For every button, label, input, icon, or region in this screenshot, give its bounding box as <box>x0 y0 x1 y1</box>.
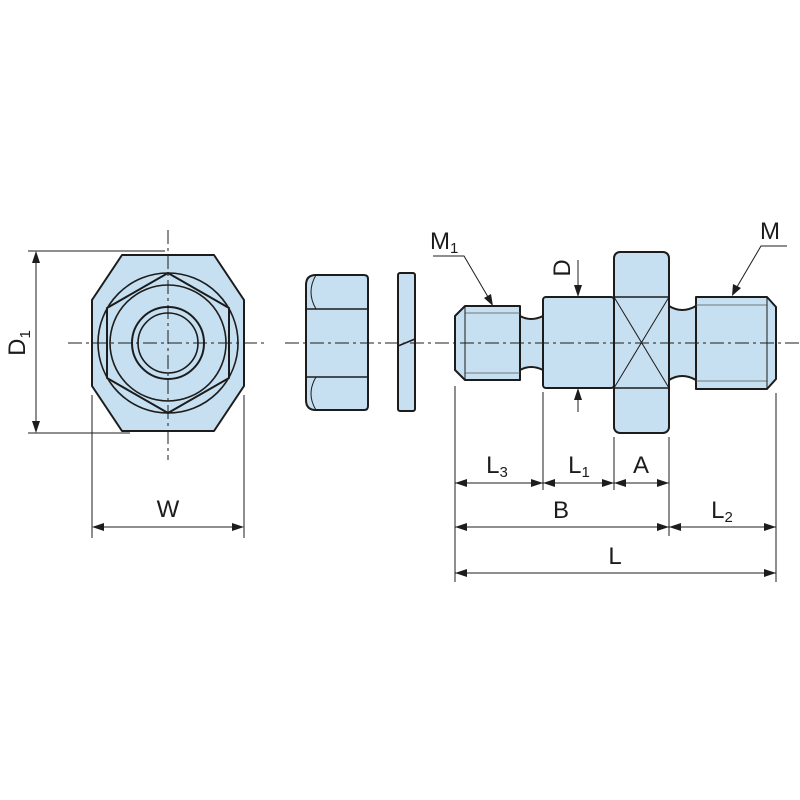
label-m: M <box>760 218 780 245</box>
label-l3: L3 <box>486 452 508 481</box>
w-arrow-right <box>232 523 244 531</box>
label-d: D <box>549 259 576 276</box>
label-d1: D1 <box>4 330 34 356</box>
l1-arrow-right <box>602 479 614 487</box>
label-l: L <box>608 543 621 570</box>
a-arrow-right <box>657 479 669 487</box>
washer-split <box>397 338 416 347</box>
l3-arrow-left <box>455 479 467 487</box>
b-arrow-left <box>455 523 467 531</box>
hex-chamfer-bottom <box>310 376 317 411</box>
label-m1: M1 <box>430 228 458 257</box>
l-arrow-right <box>764 569 776 577</box>
label-a: A <box>633 452 649 479</box>
l-arrow-left <box>455 569 467 577</box>
stud-dimensions: L3 L1 A B L2 L D M1 <box>430 218 787 582</box>
label-w: W <box>157 496 180 523</box>
l1-arrow-left <box>543 479 555 487</box>
l3-arrow-right <box>531 479 543 487</box>
m1-leader <box>433 255 492 303</box>
washer-side-view <box>397 272 416 412</box>
hex-chamfer-top <box>310 274 317 310</box>
d1-arrow-top <box>32 251 40 263</box>
label-l1: L1 <box>568 452 590 481</box>
b-arrow-right <box>657 523 669 531</box>
w-arrow-left <box>92 523 104 531</box>
m-leader-arrow <box>732 284 741 296</box>
l2-arrow-right <box>764 523 776 531</box>
label-b: B <box>553 497 569 524</box>
m1-leader-arrow <box>484 294 493 306</box>
d1-arrow-bottom <box>32 421 40 433</box>
d-arrow-top <box>574 285 582 297</box>
end-view: D1 W <box>4 230 268 538</box>
m-leader <box>733 245 787 293</box>
d-arrow-bottom <box>574 388 582 400</box>
l2-arrow-left <box>669 523 681 531</box>
label-l2: L2 <box>711 497 733 526</box>
a-arrow-left <box>614 479 626 487</box>
